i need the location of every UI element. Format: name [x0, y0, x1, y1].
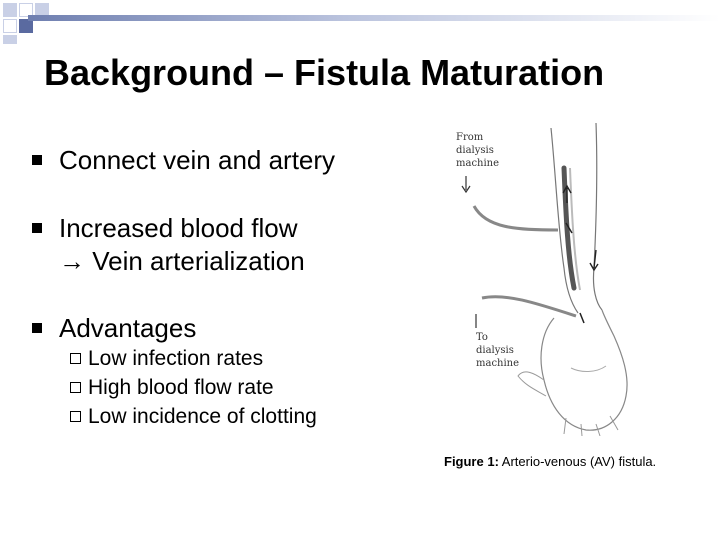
bullet-marker	[32, 323, 42, 333]
svg-text:dialysis: dialysis	[476, 345, 514, 356]
sub-bullet: High blood flow rate	[70, 373, 274, 402]
sub-bullet-text: Low infection rates	[88, 347, 264, 370]
av-fistula-illustration: From dialysis machine To dialysis machin…	[456, 122, 628, 436]
bullet-text-continued: → Vein arterialization	[59, 246, 305, 276]
top-rule	[28, 15, 720, 21]
bullet-text: Increased blood flow	[59, 213, 298, 243]
svg-text:From: From	[456, 132, 484, 143]
bullet-text: Advantages	[59, 313, 197, 343]
bullet-marker	[32, 223, 42, 233]
to-dialysis-label: To dialysis machine	[476, 332, 519, 369]
sub-bullet: Low infection rates	[70, 344, 263, 373]
bullet-marker	[32, 155, 42, 165]
checkbox-bullet-icon	[70, 382, 81, 393]
sub-bullet: Low incidence of clotting	[70, 402, 317, 431]
slide-title: Background – Fistula Maturation	[44, 52, 605, 93]
svg-text:To: To	[476, 332, 488, 343]
checkbox-bullet-icon	[70, 353, 81, 364]
figure-caption: Figure 1: Arterio-venous (AV) fistula.	[444, 454, 656, 469]
sub-bullet-text: High blood flow rate	[88, 376, 274, 399]
caption-text: Arterio-venous (AV) fistula.	[498, 454, 657, 469]
decorative-squares	[0, 0, 60, 44]
caption-label: Figure 1:	[444, 454, 499, 469]
bullet-text: Connect vein and artery	[59, 145, 336, 175]
svg-text:machine: machine	[456, 158, 499, 169]
checkbox-bullet-icon	[70, 411, 81, 422]
svg-text:dialysis: dialysis	[456, 145, 494, 156]
from-dialysis-label: From dialysis machine	[456, 132, 499, 169]
svg-text:machine: machine	[476, 358, 519, 369]
sub-bullet-text: Low incidence of clotting	[88, 405, 317, 428]
